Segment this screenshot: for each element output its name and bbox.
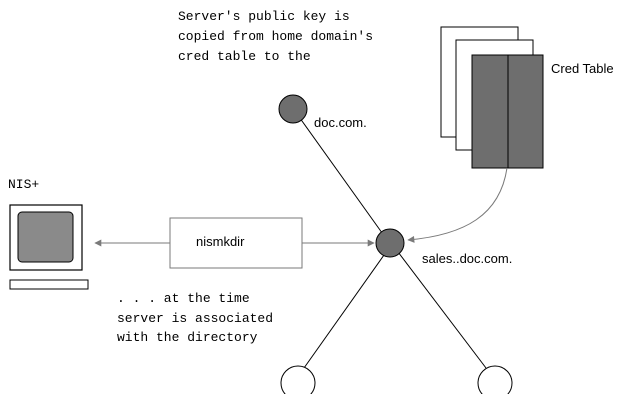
caption-line-3: cred table to the <box>178 49 311 64</box>
node-right-child <box>477 365 513 394</box>
node-sales <box>375 228 405 258</box>
edge-root-to-sales <box>296 113 386 238</box>
edge-sales-to-right-child <box>394 247 487 369</box>
note-text: . . . at the time server is associated w… <box>117 291 281 345</box>
client-label: NIS+ <box>8 177 39 192</box>
node-left-child <box>280 365 316 394</box>
nismkdir-label: nismkdir <box>196 234 245 249</box>
edge-sales-to-left-child <box>303 247 390 369</box>
node-sales-label: sales..doc.com. <box>422 251 512 266</box>
caption-text: Server's public key is copied from home … <box>178 9 381 64</box>
note-line-2: server is associated <box>117 311 273 326</box>
note-line-1: . . . at the time <box>117 291 250 306</box>
caption-line-2: copied from home domain's <box>178 29 373 44</box>
cred-table-label: Cred Table <box>551 61 614 76</box>
node-root <box>278 94 308 124</box>
cred-copy-arrow <box>407 167 508 243</box>
caption-line-1: Server's public key is <box>178 9 350 24</box>
note-line-3: with the directory <box>117 330 258 345</box>
nismkdir-box <box>169 217 303 269</box>
node-root-label: doc.com. <box>314 115 367 130</box>
workstation-icon <box>9 204 89 290</box>
cred-table-stack <box>440 26 544 169</box>
